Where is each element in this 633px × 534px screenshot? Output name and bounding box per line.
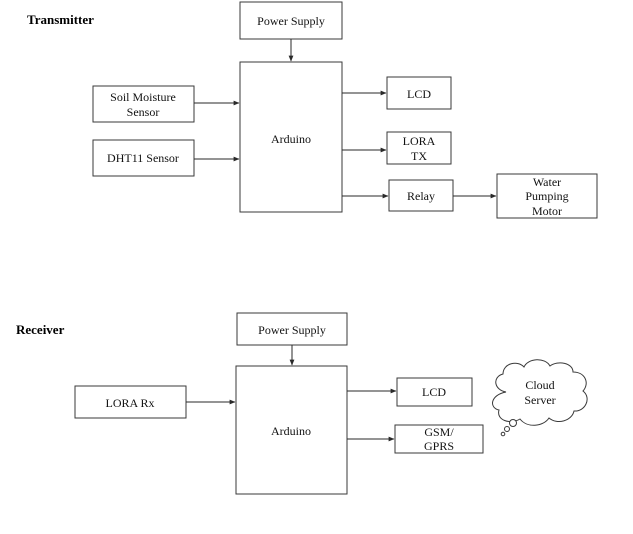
rx-power-supply-block: Power Supply [236,312,348,346]
tx-lcd-block: LCD [386,76,452,110]
cloud-server-shape: Cloud Server [492,359,588,437]
dht11-sensor-block: DHT11 Sensor [92,139,195,177]
tx-power-supply-block: Power Supply [239,1,343,40]
tx-power-supply-label: Power Supply [257,14,325,28]
rx-arduino-label: Arduino [271,424,311,438]
tx-arduino-label: Arduino [271,132,311,146]
cloud-label-line1: Cloud [525,378,554,392]
gsm-gprs-block: GSM/ GPRS [394,424,484,454]
lora-tx-label-line1: LORA [403,134,436,148]
rx-power-supply-label: Power Supply [258,323,326,337]
soil-sensor-label-line2: Sensor [127,105,160,119]
gsm-label-line2: GPRS [424,439,454,453]
rx-arduino-block: Arduino [235,365,348,495]
cloud-label-line2: Server [524,393,555,407]
rx-lcd-label: LCD [422,385,446,399]
lora-tx-block: LORA TX [386,131,452,165]
soil-moisture-sensor-block: Soil Moisture Sensor [92,85,195,123]
relay-block: Relay [388,179,454,212]
lora-rx-block: LORA Rx [74,385,187,419]
receiver-heading: Receiver [16,322,65,337]
water-pump-block: Water Pumping Motor [496,173,598,219]
lora-tx-label-line2: TX [411,149,427,163]
soil-sensor-label-line1: Soil Moisture [110,90,176,104]
gsm-label-line1: GSM/ [424,425,454,439]
pump-label-line3: Motor [532,204,562,218]
relay-label: Relay [407,189,435,203]
rx-lcd-block: LCD [396,377,473,407]
pump-label-line2: Pumping [525,189,568,203]
tx-arduino-block: Arduino [239,61,343,213]
dht11-sensor-label: DHT11 Sensor [107,151,179,165]
transmitter-heading: Transmitter [27,12,94,27]
pump-label-line1: Water [533,175,561,189]
lora-rx-label: LORA Rx [105,396,154,410]
tx-lcd-label: LCD [407,87,431,101]
